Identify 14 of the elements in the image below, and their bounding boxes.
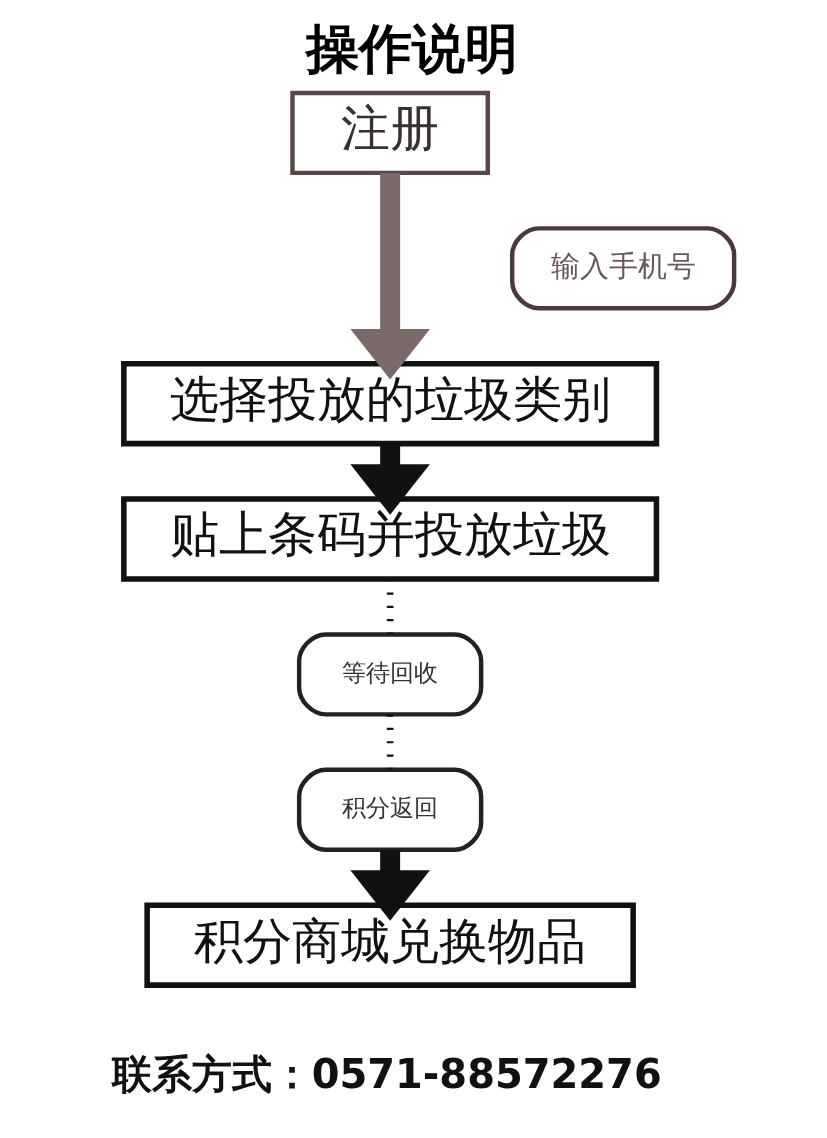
label: 联系方式：0571-88572276 — [111, 1051, 662, 1098]
node-box: 输入手机号 — [509, 226, 736, 311]
arrow — [349, 173, 430, 380]
node-box: 注册 — [289, 90, 490, 176]
arrow — [349, 849, 430, 921]
node-box: 积分返回 — [296, 767, 483, 852]
arrow — [349, 443, 430, 515]
node-box: 贴上条码并投放垃圾 — [120, 496, 659, 582]
node-box: 等待回收 — [296, 632, 483, 717]
diagram-title: 操作说明 — [305, 17, 518, 80]
node-box: 选择投放的垃圾类别 — [120, 360, 659, 447]
node-box: 积分商城兑换物品 — [143, 902, 636, 988]
connector — [386, 579, 393, 634]
connector — [386, 714, 393, 770]
